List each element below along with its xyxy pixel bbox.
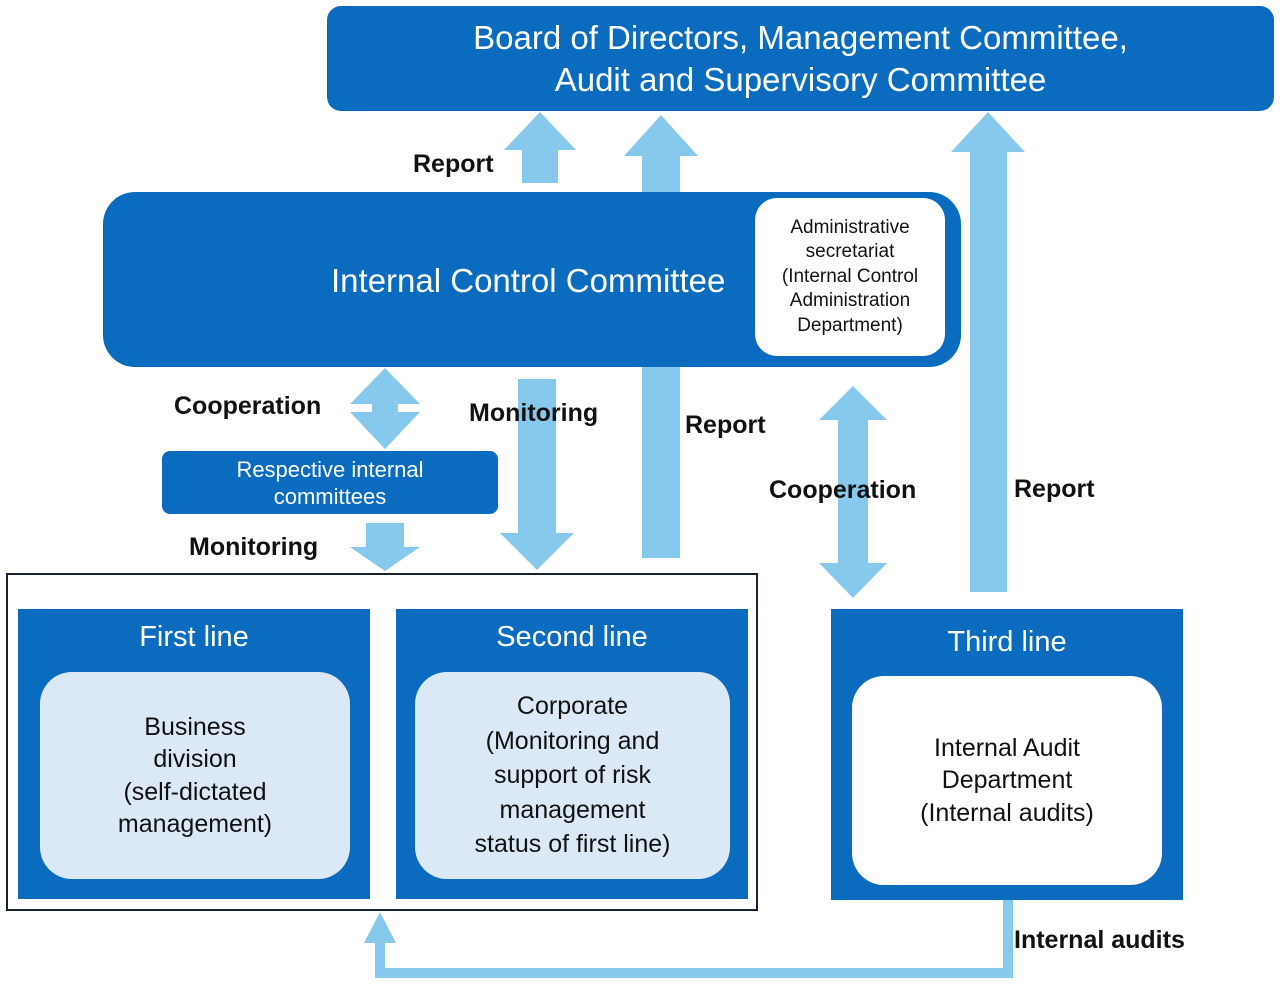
- first-line-box: First line Business division (self-dicta…: [18, 609, 370, 899]
- first-line-text-2: division: [153, 745, 237, 773]
- third-line-text-2: Department: [941, 766, 1073, 795]
- first-line-text-4: management): [117, 810, 273, 838]
- cooperation-arrow-left: [350, 368, 420, 449]
- label-report-middle: Report: [685, 411, 766, 439]
- second-line-text-1: Corporate: [516, 692, 629, 721]
- board-box: Board of Directors, Management Committee…: [327, 6, 1274, 111]
- internal-control-committee-box: Internal Control Committee Administrativ…: [103, 192, 961, 367]
- label-report-top: Report: [413, 150, 494, 178]
- secretariat-box: Administrative secretariat (Internal Con…: [755, 198, 945, 356]
- label-monitoring-left: Monitoring: [189, 533, 319, 561]
- second-line-panel: Corporate (Monitoring and support of ris…: [415, 672, 730, 879]
- cooperation-arrow-right: [819, 386, 887, 598]
- report-arrow-left: [504, 112, 576, 183]
- icc-title: Internal Control Committee: [331, 262, 726, 299]
- second-line-text-5: status of first line): [474, 830, 671, 859]
- secretariat-line5: Department): [797, 314, 903, 336]
- third-line-box: Third line Internal Audit Department (In…: [831, 609, 1183, 900]
- monitoring-arrow-middle: [500, 379, 574, 570]
- report-arrow-right: [951, 112, 1025, 592]
- label-report-right: Report: [1014, 475, 1095, 503]
- secretariat-line1: Administrative: [790, 216, 910, 238]
- secretariat-line4: Administration: [789, 290, 911, 312]
- label-internal-audits: Internal audits: [1014, 926, 1185, 954]
- third-line-text-1: Internal Audit: [934, 733, 1080, 762]
- first-line-text-3: (self-dictated: [123, 777, 267, 806]
- label-cooperation-right: Cooperation: [769, 476, 917, 504]
- third-line-text-3: (Internal audits): [920, 798, 1094, 827]
- first-line-title: First line: [139, 621, 249, 653]
- respective-committees-box: Respective internal committees: [162, 451, 498, 514]
- board-line1: Board of Directors, Management Committee…: [473, 18, 1128, 56]
- label-cooperation-left: Cooperation: [174, 392, 322, 420]
- second-line-box: Second line Corporate (Monitoring and su…: [396, 609, 748, 899]
- monitoring-arrow-left: [350, 523, 420, 571]
- third-line-title: Third line: [947, 626, 1067, 658]
- third-line-panel: Internal Audit Department (Internal audi…: [852, 676, 1162, 885]
- second-line-text-2: (Monitoring and: [485, 726, 660, 755]
- board-line2: Audit and Supervisory Committee: [554, 60, 1047, 98]
- second-line-text-3: support of risk: [493, 761, 651, 790]
- first-line-panel: Business division (self-dictated managem…: [40, 672, 350, 879]
- respective-line2: committees: [273, 483, 387, 509]
- respective-line1: Respective internal: [236, 456, 424, 482]
- label-monitoring-middle: Monitoring: [469, 399, 599, 427]
- secretariat-line3: (Internal Control: [781, 265, 919, 287]
- internal-audits-arrow: [364, 900, 1013, 978]
- secretariat-line2: secretariat: [805, 241, 895, 263]
- first-line-text-1: Business: [144, 712, 246, 741]
- second-line-title: Second line: [496, 621, 648, 653]
- second-line-text-4: management: [499, 795, 646, 824]
